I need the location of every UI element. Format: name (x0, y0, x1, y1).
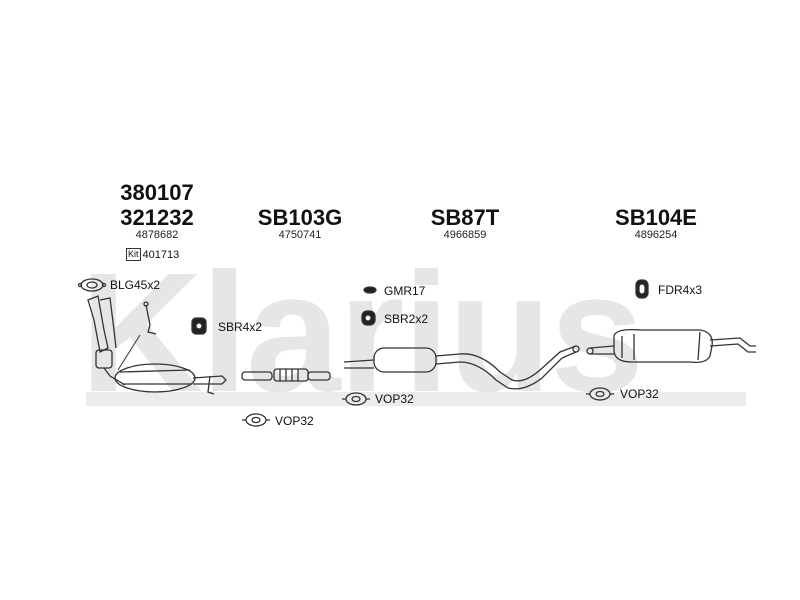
part-code-380107: 380107 (120, 180, 194, 205)
rear-silencer-icon (586, 328, 756, 364)
front-pipe-icon (241, 368, 331, 382)
oem-number: 4878682 (135, 229, 179, 241)
label-blg45x2: BLG45x2 (110, 278, 161, 292)
centre-silencer-icon (343, 345, 580, 390)
label-vop32: VOP32 (620, 387, 659, 401)
part-code-sb104e: SB104E (615, 205, 697, 230)
exhaust-ring-icon (363, 286, 377, 294)
gasket-icon (77, 278, 107, 292)
label-vop32: VOP32 (275, 414, 314, 428)
part-code-sb87t: SB87T (430, 205, 500, 230)
label-vop32: VOP32 (375, 392, 414, 406)
kit-reference: Kit 401713 (126, 248, 179, 261)
label-gmr17: GMR17 (384, 284, 426, 298)
part-code-321232: 321232 (120, 205, 194, 230)
kit-badge: Kit (126, 248, 141, 261)
clamp-icon (342, 392, 370, 406)
watermark-bar (86, 392, 746, 406)
clamp-icon (586, 387, 614, 401)
rubber-hanger-icon (635, 279, 649, 299)
label-fdr4x3: FDR4x3 (658, 283, 703, 297)
kit-number: 401713 (142, 248, 180, 261)
oem-number: 4896254 (634, 229, 678, 241)
rubber-mount-icon (361, 310, 376, 326)
label-sbr2x2: SBR2x2 (384, 312, 429, 326)
oem-number: 4966859 (443, 229, 487, 241)
brand-watermark: Klarius (80, 238, 644, 428)
label-sbr4x2: SBR4x2 (218, 320, 263, 334)
part-code-sb103g: SB103G (257, 205, 343, 230)
oem-number: 4750741 (278, 229, 322, 241)
rubber-mount-icon (191, 317, 207, 335)
catalytic-converter-icon (87, 295, 227, 395)
clamp-icon (242, 413, 270, 427)
